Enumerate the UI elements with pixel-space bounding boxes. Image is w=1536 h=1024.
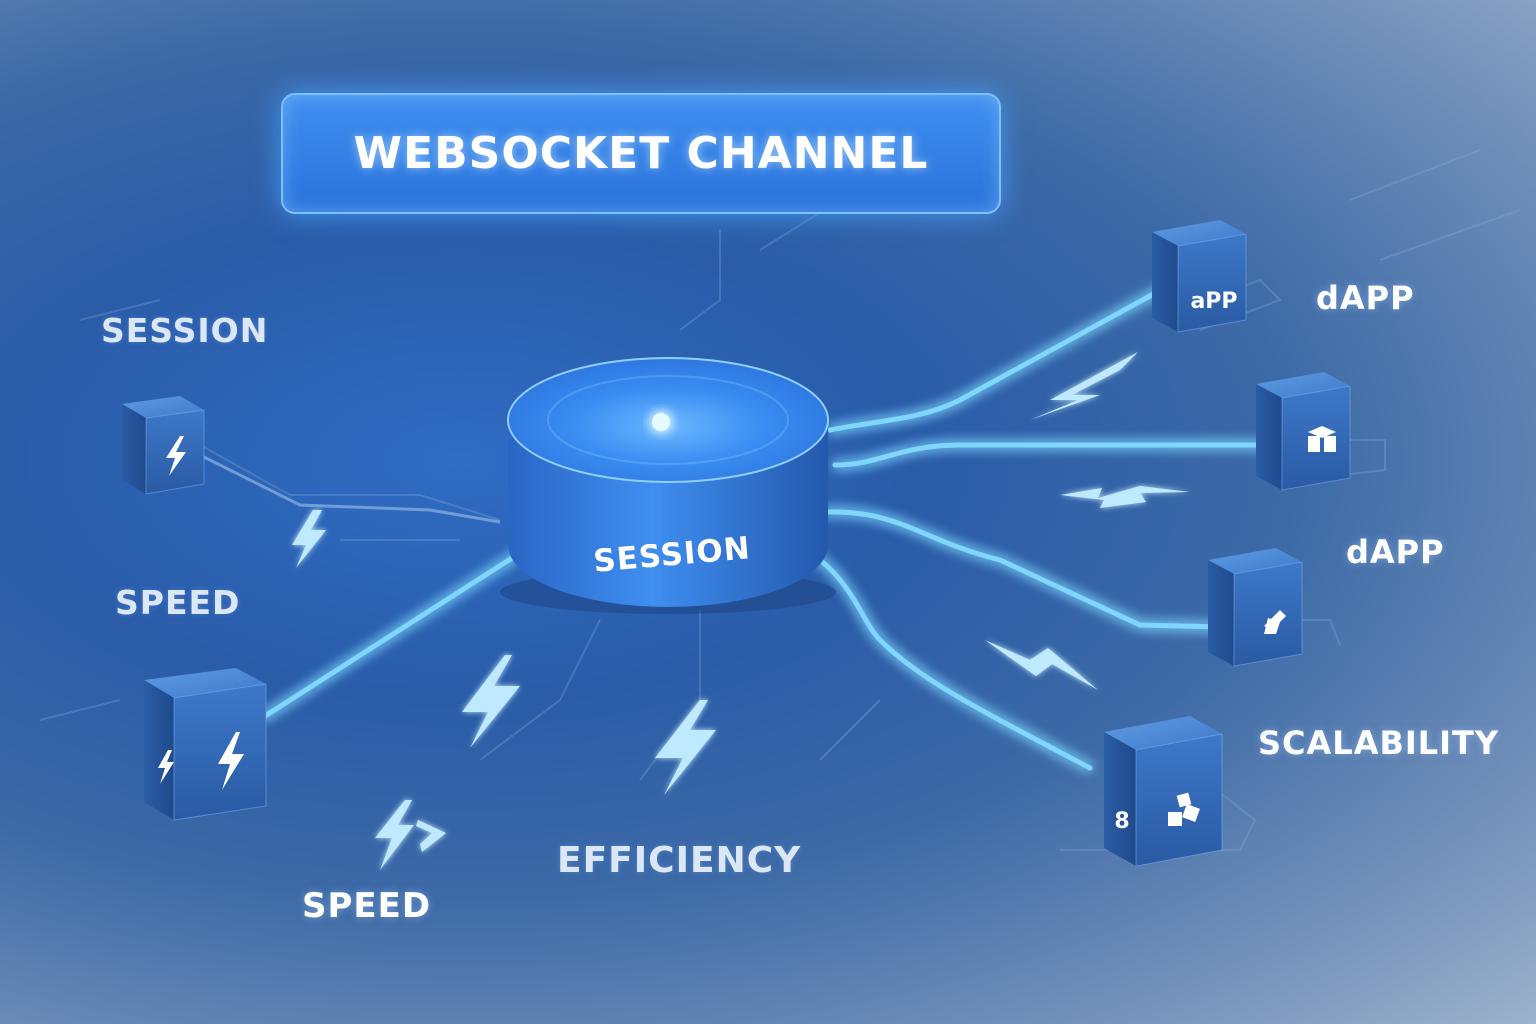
connection-lines <box>259 282 1271 771</box>
infinity-icon: 8 <box>1114 809 1129 834</box>
lightning-icon <box>218 732 244 790</box>
lightning-icon <box>462 655 520 748</box>
label-efficiency: EFFICIENCY <box>557 840 802 881</box>
chevron-icon <box>416 820 446 852</box>
label-speed-lower: SPEED <box>302 886 432 926</box>
lightning-icon <box>985 640 1098 690</box>
hub-center-light <box>652 413 670 431</box>
lightning-icon <box>158 750 174 784</box>
cube-left-bottom <box>144 668 267 821</box>
lightning-icon <box>1030 352 1138 420</box>
label-dapp-middle: dAPP <box>1346 533 1445 571</box>
title-box: WEBSOCKET CHANNEL <box>281 93 1001 214</box>
link-right-2 <box>832 442 1271 468</box>
cube-right-3 <box>1208 548 1303 667</box>
lightning-icon <box>292 510 326 568</box>
app-text-icon: aPP <box>1190 289 1237 314</box>
lightning-icon <box>166 436 186 476</box>
link-right-1 <box>827 282 1173 433</box>
link-right-4 <box>792 542 1093 771</box>
label-speed-upper: SPEED <box>115 583 241 622</box>
link-left-top <box>199 453 501 524</box>
title-text: WEBSOCKET CHANNEL <box>353 128 929 179</box>
lightning-icon <box>655 700 716 795</box>
cube-right-1: aPP <box>1152 220 1247 333</box>
session-hub: SESSION <box>500 357 836 614</box>
link-icon <box>1264 610 1286 634</box>
cube-right-4: 8 <box>1104 716 1223 867</box>
link-right-3 <box>822 509 1225 630</box>
blocks-icon <box>1168 792 1200 826</box>
lightning-bolts <box>292 352 1190 870</box>
label-scalability: SCALABILITY <box>1258 724 1500 762</box>
box-icon <box>1308 426 1336 452</box>
label-dapp-top: dAPP <box>1316 279 1415 317</box>
label-session: SESSION <box>101 311 269 350</box>
cube-left-top <box>122 396 205 495</box>
cube-right-2 <box>1256 372 1351 491</box>
lightning-icon <box>375 800 414 870</box>
link-left-bottom <box>259 532 551 721</box>
lightning-icon <box>1060 486 1190 508</box>
